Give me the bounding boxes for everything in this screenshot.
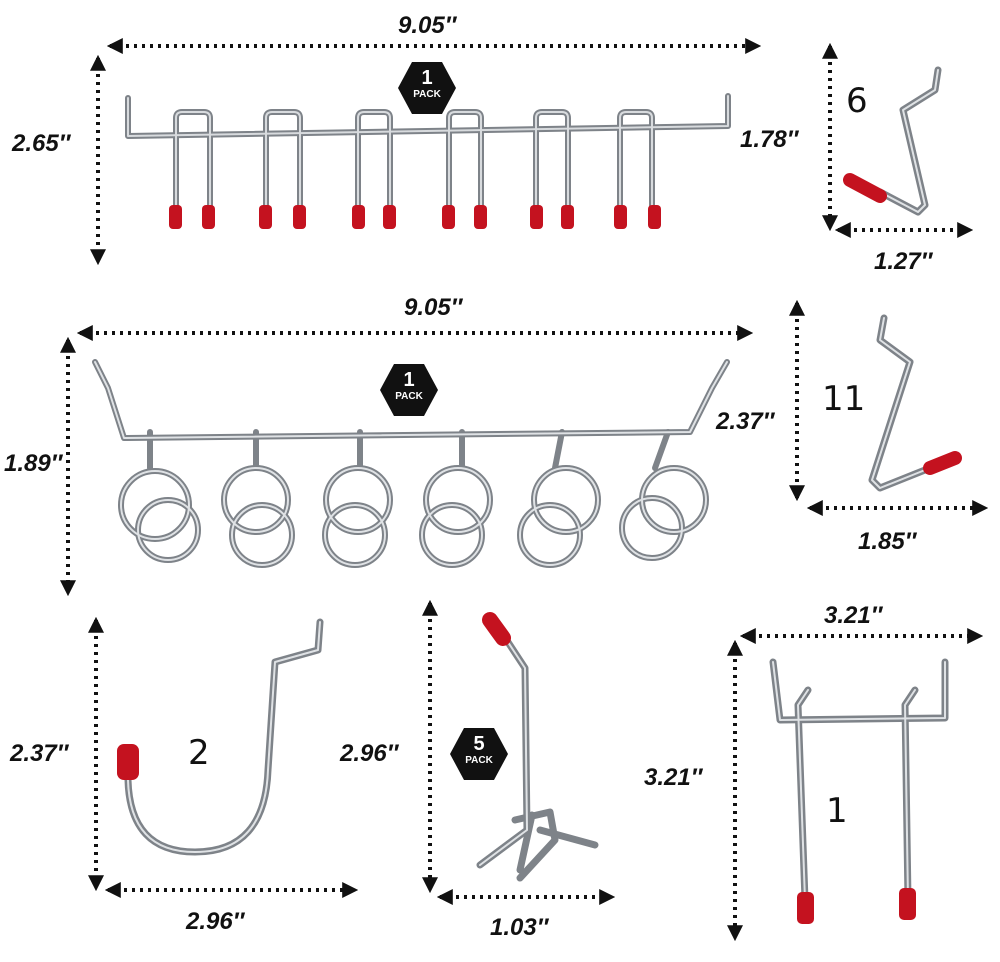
top-bar-hook-rack: [125, 93, 731, 229]
top-bar-width-label: 9.05″: [398, 12, 457, 39]
z-hook-small-count: 6: [846, 81, 868, 121]
j-hook-width-label: 2.96″: [186, 908, 245, 935]
j-hook: [117, 618, 324, 856]
badge-count: 1: [421, 67, 433, 89]
badge-label: PACK: [413, 89, 441, 100]
ring-bar-pack-badge: 1 PACK: [380, 364, 438, 416]
ring-set-3: [322, 429, 393, 568]
z-hook-large-height-label: 2.37″: [716, 408, 775, 435]
ring-bar-hook-rack: [92, 359, 730, 568]
top-bar-height-label: 2.65″: [12, 130, 71, 157]
stem-hook: [476, 612, 599, 882]
j-hook-height-label: 2.37″: [10, 740, 69, 767]
j-hook-count: 2: [188, 733, 210, 773]
badge-count: 5: [473, 733, 485, 755]
double-hook: [769, 658, 949, 924]
double-hook-height-label: 3.21″: [644, 764, 703, 791]
ring-set-5: [517, 429, 601, 568]
z-hook-large-count: 11: [822, 379, 866, 419]
double-hook-width-label: 3.21″: [824, 602, 883, 629]
ring-bar-width-label: 9.05″: [404, 294, 463, 321]
z-hook-small: [843, 66, 942, 216]
stem-hook-height-label: 2.96″: [340, 740, 399, 767]
z-hook-small-height-label: 1.78″: [740, 126, 799, 153]
stem-hook-width-label: 1.03″: [490, 914, 549, 941]
badge-label: PACK: [395, 391, 423, 402]
z-hook-large-width-label: 1.85″: [858, 528, 917, 555]
stem-hook-pack-badge: 5 PACK: [450, 728, 508, 780]
badge-count: 1: [403, 369, 415, 391]
ring-set-1: [118, 429, 201, 563]
z-hook-large: [868, 314, 962, 492]
double-hook-count: 1: [826, 791, 848, 831]
z-hook-small-width-label: 1.27″: [874, 248, 933, 275]
dimension-lines: [60, 38, 989, 942]
ring-set-6: [619, 429, 709, 561]
badge-label: PACK: [465, 755, 493, 766]
ring-bar-height-label: 1.89″: [4, 450, 63, 477]
top-bar-pack-badge: 1 PACK: [398, 62, 456, 114]
